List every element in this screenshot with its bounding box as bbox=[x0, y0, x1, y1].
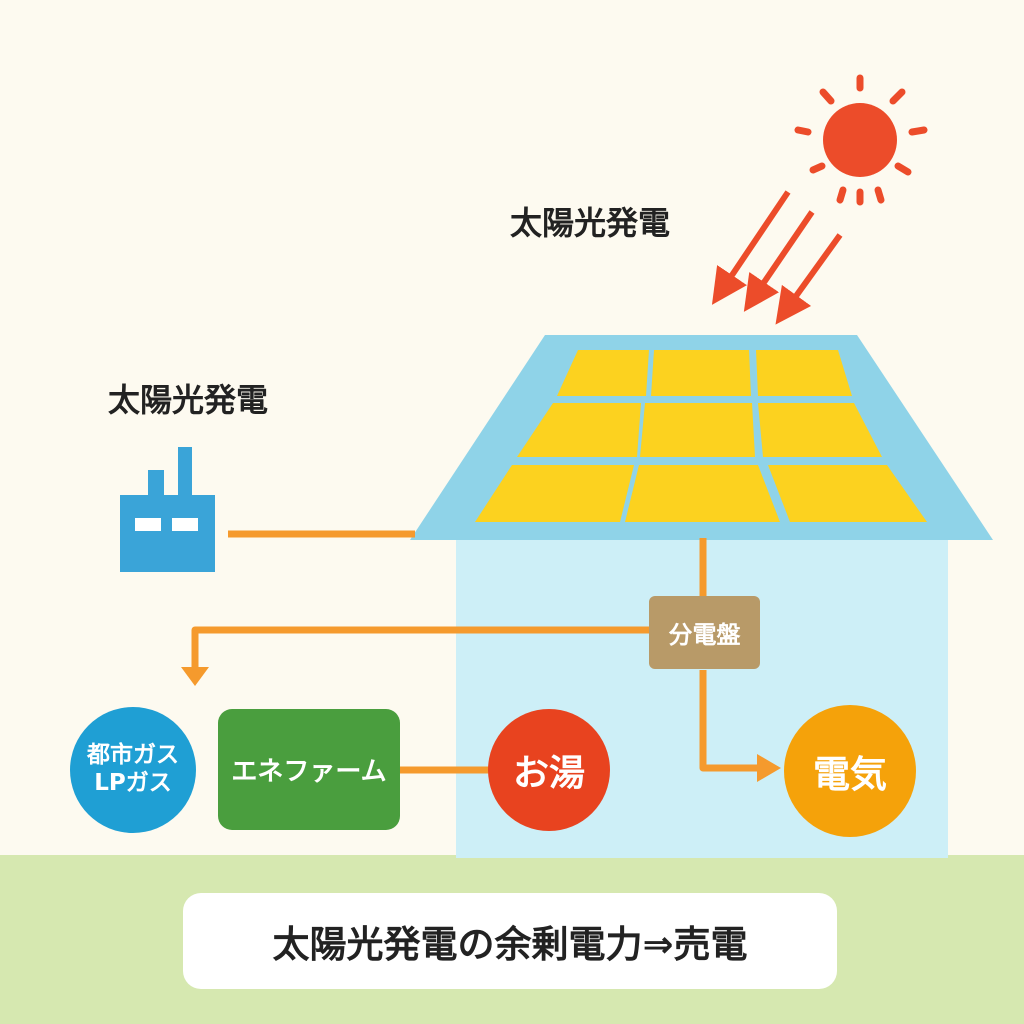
solar-power-label-left: 太陽光発電 bbox=[108, 381, 269, 419]
hot-water-label: お湯 bbox=[512, 753, 585, 794]
distribution-board-node: 分電盤 bbox=[649, 596, 760, 669]
flow-lines bbox=[191, 530, 760, 774]
hot-water-node: お湯 bbox=[488, 709, 610, 831]
solar-panel-icon bbox=[475, 350, 927, 522]
sun-icon bbox=[794, 74, 928, 206]
sun-ray-arrows bbox=[711, 190, 843, 325]
city-gas-label: 都市ガス bbox=[87, 742, 179, 769]
factory-icon bbox=[120, 447, 215, 572]
arrowhead-to-electricity bbox=[757, 754, 781, 782]
arrowhead-to-gas bbox=[181, 667, 209, 686]
enefarm-node: エネファーム bbox=[218, 709, 400, 830]
distribution-board-label: 分電盤 bbox=[668, 621, 741, 649]
footer-banner: 太陽光発電の余剰電力⇒売電 bbox=[183, 893, 837, 989]
enefarm-label: エネファーム bbox=[231, 757, 387, 787]
electricity-node: 電気 bbox=[784, 705, 916, 837]
footer-text: 太陽光発電の余剰電力⇒売電 bbox=[272, 923, 748, 966]
gas-node: 都市ガス LPガス bbox=[70, 707, 196, 833]
solar-power-label-top: 太陽光発電 bbox=[510, 204, 671, 242]
electricity-label: 電気 bbox=[813, 753, 887, 796]
lp-gas-label: LPガス bbox=[94, 770, 172, 796]
